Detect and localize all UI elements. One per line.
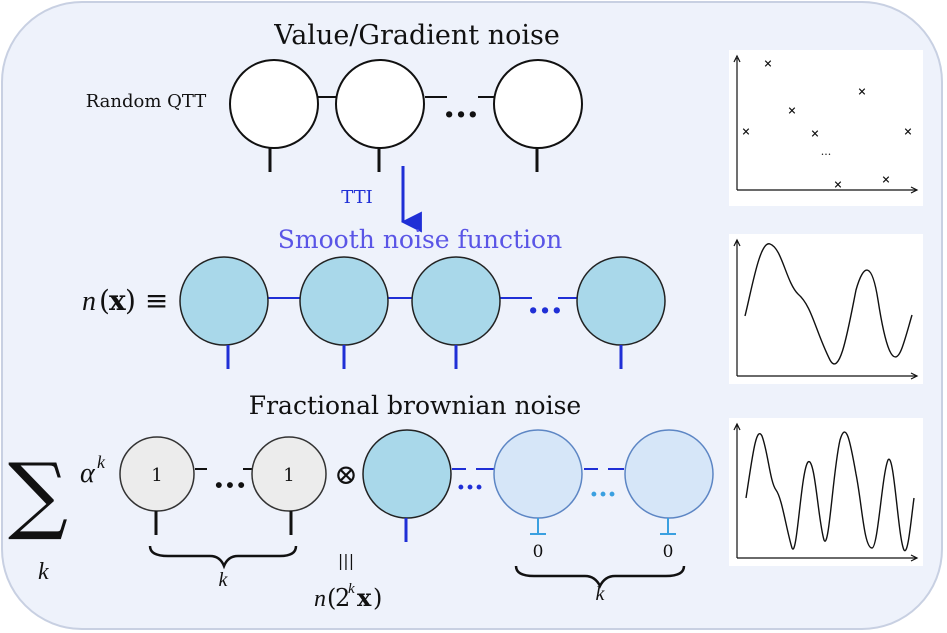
random-point: ×	[763, 57, 772, 70]
smooth-noise-lhs: n ( x ) ≡	[82, 284, 168, 317]
zero-label-2: 0	[663, 542, 674, 562]
scaled-exponent: k	[348, 581, 355, 597]
random-point: ×	[903, 125, 912, 138]
random-values-plot: × × × × × × × × ···	[729, 50, 923, 206]
fbm-light-node-1	[493, 429, 583, 519]
zero-label-1: 0	[533, 542, 544, 562]
random-point: ×	[741, 125, 750, 138]
fbm-light-node-2	[624, 429, 714, 519]
smooth-noise-curve	[744, 243, 913, 365]
random-point: ×	[810, 127, 819, 140]
smooth-noise-title: Smooth noise function	[278, 225, 562, 254]
smooth-plot-bg	[729, 234, 923, 384]
scaled-two: 2	[335, 584, 350, 612]
fbm-title: Fractional brownian noise	[249, 391, 581, 420]
scaled-noise-expression: n ( 2 k x )	[314, 581, 382, 612]
random-point: ×	[881, 173, 890, 186]
ones-tensor-train	[119, 436, 327, 535]
scaled-paren-close: )	[373, 584, 382, 612]
qtt-node-1	[229, 59, 319, 149]
random-qtt-tensor-train	[229, 59, 583, 172]
right-brace	[514, 565, 686, 589]
random-point: ×	[833, 178, 842, 191]
smooth-equiv: ) ≡	[125, 284, 168, 317]
one-node-2-label: 1	[283, 465, 294, 486]
fbm-curve	[745, 431, 915, 552]
qtt-ellipsis: ···	[443, 95, 479, 135]
fbm-tensor-train	[362, 429, 714, 542]
fbm-plot-bg	[729, 418, 923, 566]
random-point: ×	[787, 104, 796, 117]
vertical-equiv: |||	[338, 551, 354, 570]
random-plot-bg	[729, 50, 923, 206]
qtt-node-2	[335, 59, 425, 149]
smooth-node-2	[299, 256, 389, 346]
fbm-ellipsis-1: ···	[456, 473, 483, 503]
smooth-ellipsis: ···	[527, 291, 563, 331]
smooth-noise-tensor-train	[179, 256, 666, 369]
left-brace-k: k	[219, 569, 229, 591]
alpha-symbol: α	[80, 458, 96, 489]
smooth-x-vector: x	[109, 284, 126, 317]
right-brace-k: k	[596, 583, 606, 605]
value-noise-title: Value/Gradient noise	[273, 20, 560, 51]
fbm-plot	[729, 418, 923, 566]
smooth-node-1	[179, 256, 269, 346]
smooth-node-3	[411, 256, 501, 346]
random-point: ×	[857, 85, 866, 98]
scaled-paren-open: (	[327, 584, 336, 612]
fbm-ellipsis-2: ···	[589, 480, 616, 510]
scaled-n: n	[314, 586, 326, 612]
sum-index: k	[38, 559, 49, 585]
tensor-product-symbol: ⊗	[334, 458, 357, 491]
random-qtt-label: Random QTT	[86, 91, 207, 112]
ones-ellipsis: ···	[213, 466, 246, 504]
qtt-node-3	[493, 59, 583, 149]
alpha-exponent: k	[97, 452, 106, 472]
fbm-smooth-node	[362, 429, 452, 519]
random-plot-dots: ···	[821, 148, 832, 161]
fbm-sum-expression: ∑ k α k	[8, 445, 106, 585]
smooth-n-symbol: n	[82, 286, 96, 317]
left-brace	[148, 545, 298, 570]
tti-label: TTI	[341, 187, 372, 208]
one-node-2	[251, 436, 327, 512]
smooth-noise-plot	[729, 234, 923, 384]
smooth-paren-open: (	[99, 284, 110, 317]
scaled-x: x	[357, 583, 372, 612]
sum-symbol: ∑	[8, 445, 68, 543]
smooth-node-4	[576, 256, 666, 346]
one-node-1-label: 1	[151, 465, 162, 486]
